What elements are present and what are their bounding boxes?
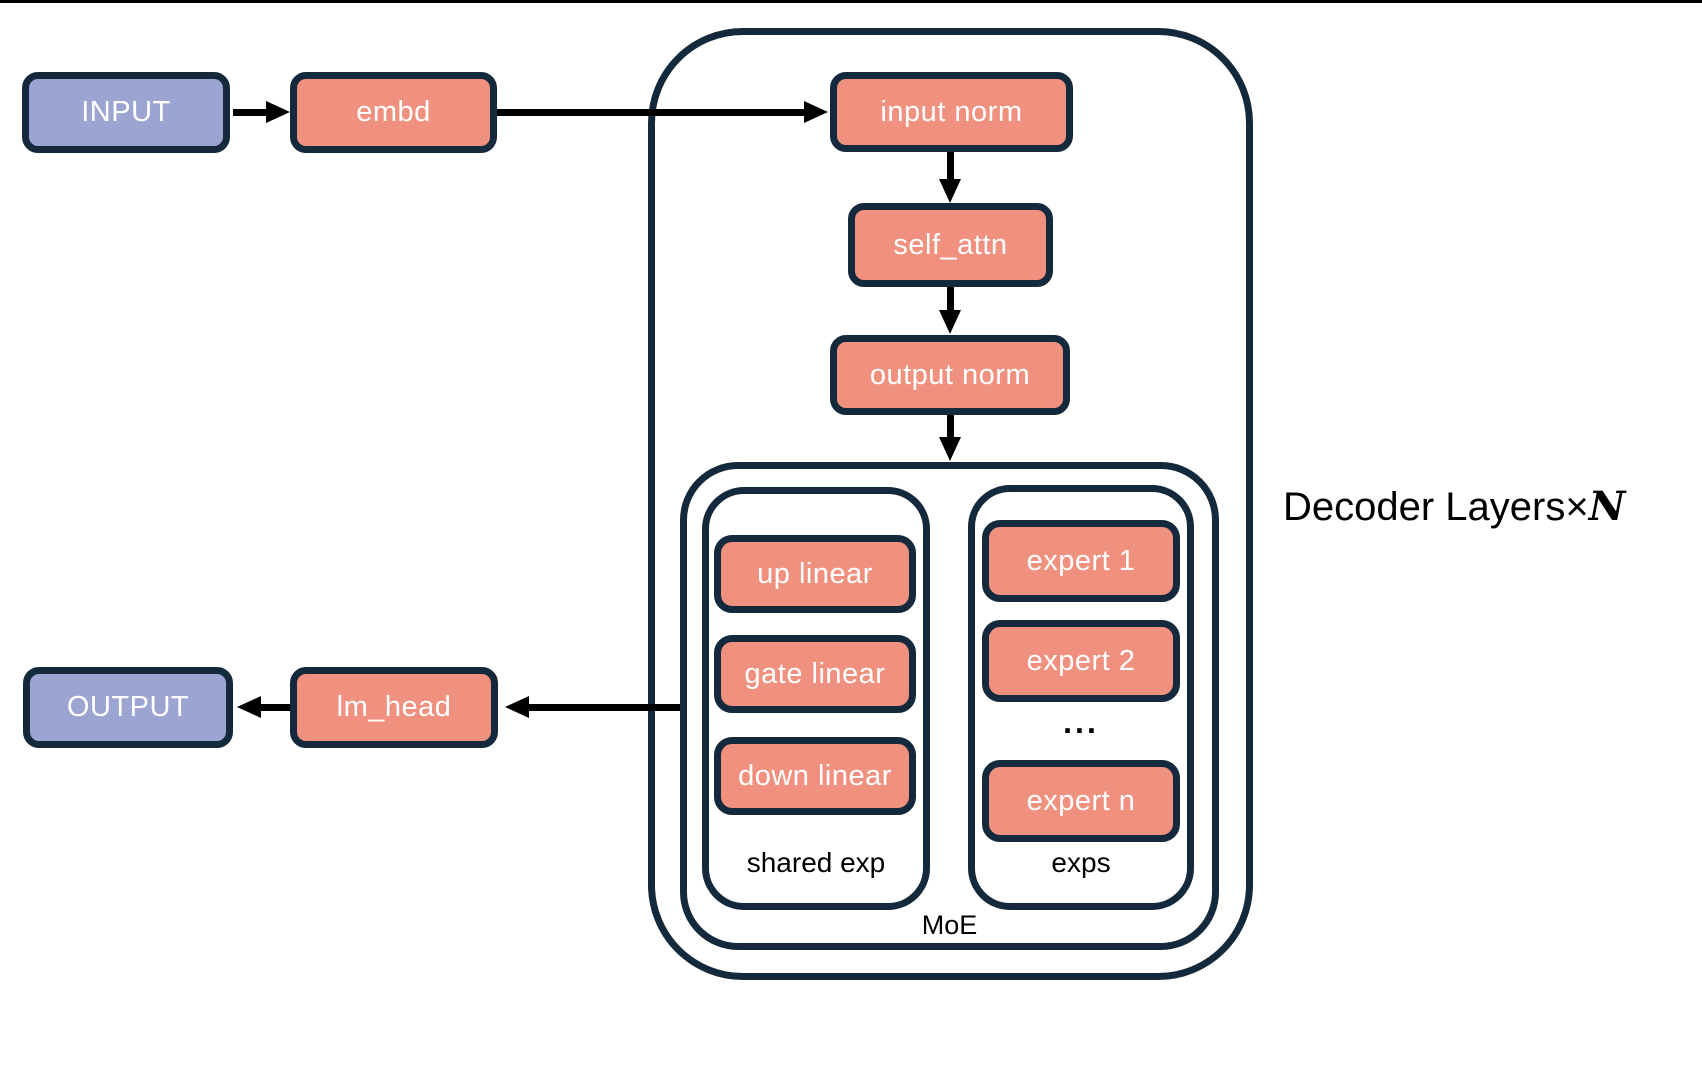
output-node-label: OUTPUT [66,691,190,723]
experts-ellipsis: ... [1063,703,1099,740]
moe-container [680,462,1219,950]
decoder-layers-container [648,28,1253,980]
input-norm-node: input norm [830,72,1073,152]
expert-1-node-label: expert 1 [1026,544,1136,577]
expert-2-node-label: expert 2 [1026,644,1136,677]
exps-caption: exps [1051,847,1111,878]
shared-exp-caption: shared exp [746,847,886,878]
expert-2-node: expert 2 [982,620,1180,702]
shared-exp-container [702,487,930,910]
self-attn-node-label: self_attn [893,228,1008,261]
embd-node: embd [290,72,497,153]
top-border-line [0,0,1702,3]
input-node-label: INPUT [81,96,171,128]
down-linear-node-label: down linear [738,759,892,792]
embd-node-label: embd [356,96,431,128]
lm-head-node: lm_head [290,667,498,748]
input-norm-node-label: input norm [880,95,1023,128]
output-norm-node-label: output norm [869,358,1031,391]
output-node: OUTPUT [23,667,233,748]
up-linear-node: up linear [714,535,916,613]
output-norm-node: output norm [830,335,1070,415]
gate-linear-node-label: gate linear [744,657,886,690]
up-linear-node-label: up linear [757,557,873,590]
gate-linear-node: gate linear [714,635,916,713]
n-symbol: N [1588,483,1626,530]
expert-n-node-label: expert n [1026,784,1136,817]
times-symbol: × [1565,485,1589,529]
moe-caption: MoE [921,909,978,940]
decoder-layers-title-text: Decoder Layers [1283,485,1566,529]
decoder-layers-title: Decoder Layers×N [1283,483,1625,530]
expert-n-node: expert n [982,760,1180,842]
self-attn-node: self_attn [848,203,1053,287]
exps-container [968,485,1194,910]
lm-head-node-label: lm_head [336,691,452,723]
input-node: INPUT [22,72,230,153]
expert-1-node: expert 1 [982,520,1180,602]
down-linear-node: down linear [714,737,916,815]
